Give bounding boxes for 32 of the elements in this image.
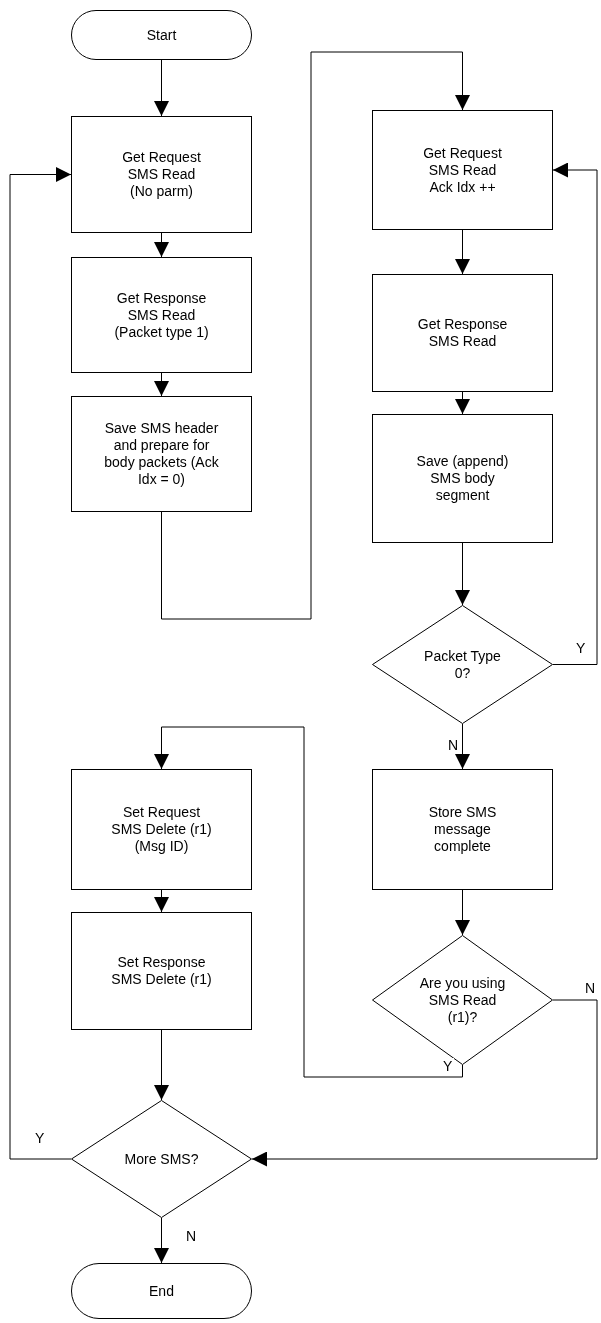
arrow [154, 232, 169, 258]
arrow [455, 229, 470, 275]
arrow [154, 1217, 169, 1264]
terminal-shape: Start [71, 10, 252, 60]
edge-label: Y [441, 1058, 455, 1074]
arrow [154, 1029, 169, 1101]
arrow [154, 726, 463, 1078]
edge-label: Y [33, 1130, 47, 1146]
process-box: Set Request SMS Delete (r1) (Msg ID) [71, 769, 252, 890]
arrow [161, 51, 470, 620]
process-box: Get Response SMS Read (Packet type 1) [71, 257, 252, 373]
arrow [552, 162, 598, 665]
arrow [154, 372, 169, 397]
decision-diamond: Packet Type 0? [372, 605, 553, 724]
arrow [9, 167, 72, 1160]
arrow [154, 889, 169, 913]
process-box: Store SMS message complete [372, 769, 553, 890]
terminal-shape: End [71, 1263, 252, 1319]
decision-diamond: More SMS? [71, 1100, 252, 1218]
arrow [251, 999, 598, 1167]
arrow [154, 59, 169, 117]
process-box: Get Response SMS Read [372, 274, 553, 392]
process-box: Get Request SMS Read (No parm) [71, 116, 252, 233]
process-box: Save SMS header and prepare for body packets (Ack Idx = 0) [71, 396, 252, 512]
arrow [455, 723, 470, 770]
process-box: Save (append) SMS body segment [372, 414, 553, 543]
arrow [455, 391, 470, 415]
arrow [455, 542, 470, 606]
arrow [455, 889, 470, 936]
process-box: Set Response SMS Delete (r1) [71, 912, 252, 1030]
process-box: Get Request SMS Read Ack Idx ++ [372, 110, 553, 230]
edge-label: Y [574, 640, 588, 656]
